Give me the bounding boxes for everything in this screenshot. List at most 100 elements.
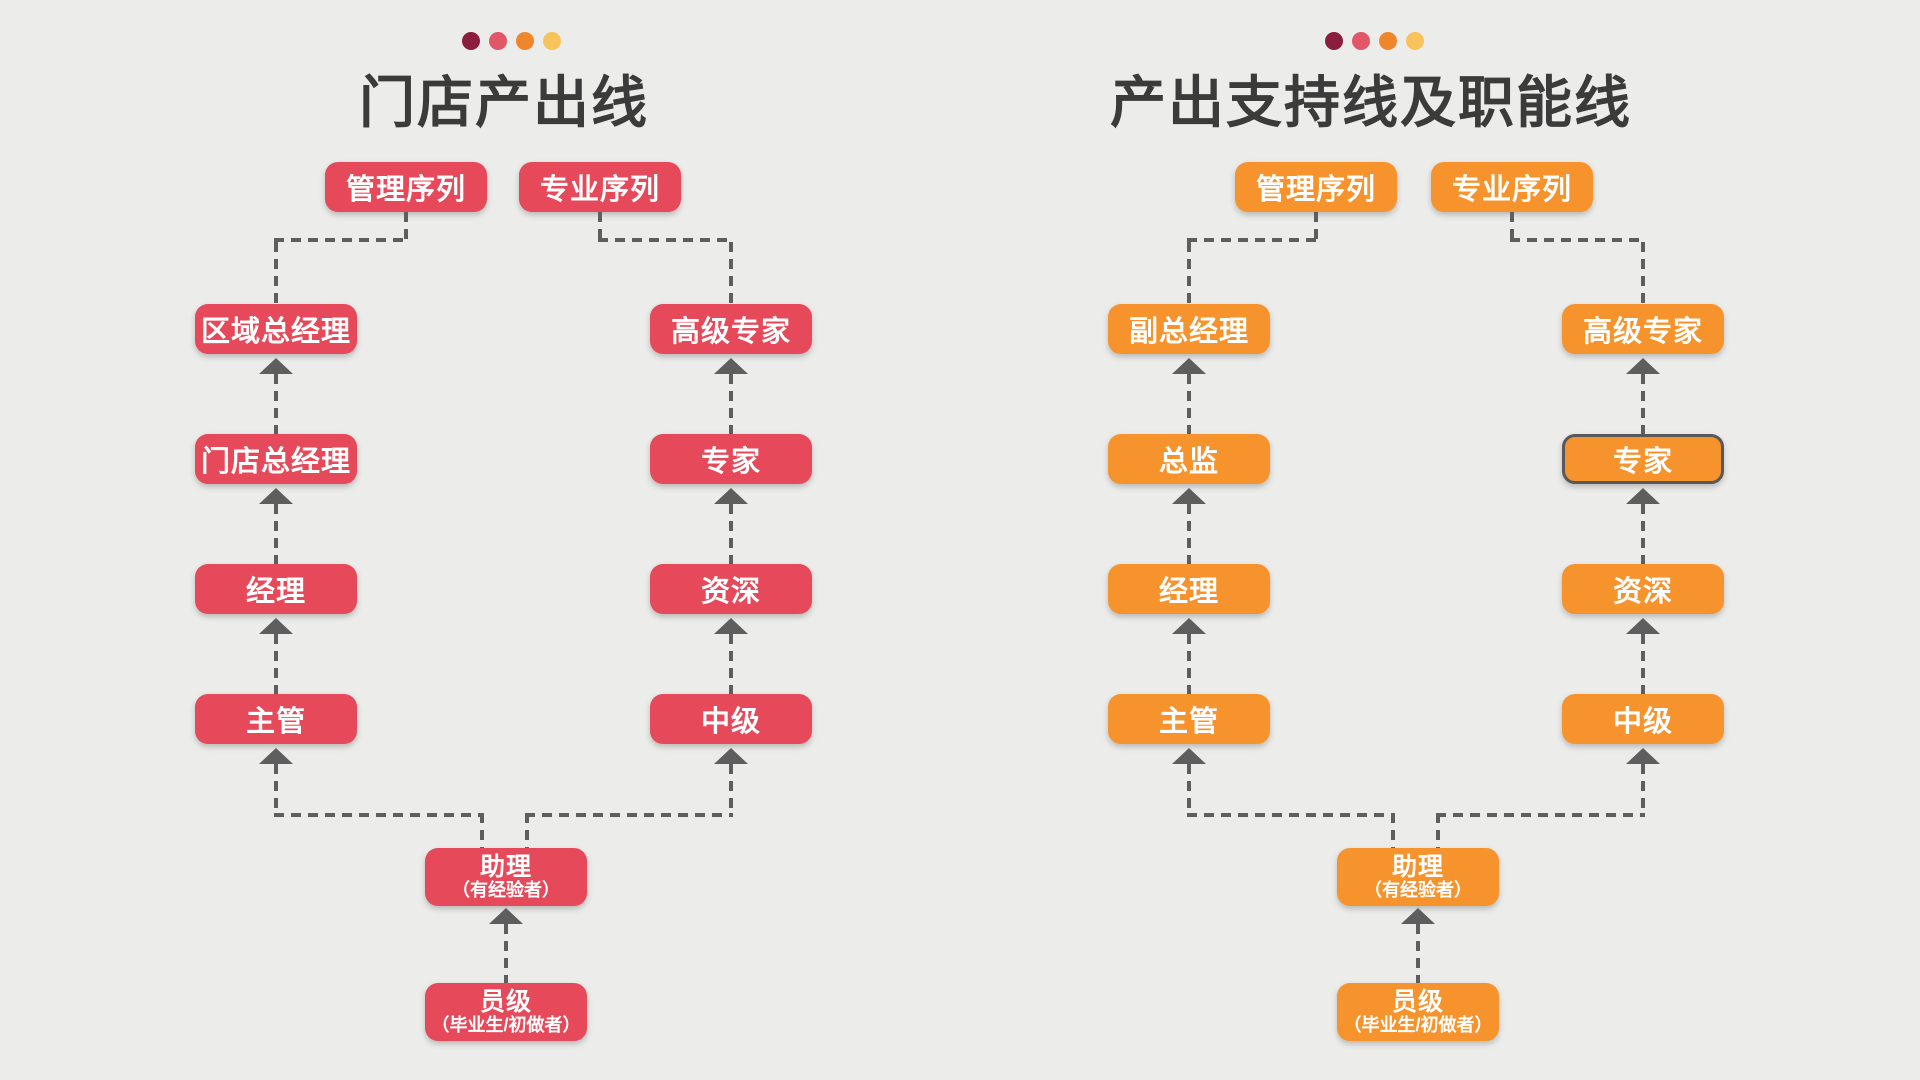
dot-icon — [543, 32, 561, 50]
arrow-up-icon — [259, 488, 293, 504]
role-box-senior-expert: 高级专家 — [650, 304, 812, 354]
role-note: （有经验者） — [452, 879, 560, 900]
dashed-line — [274, 764, 278, 813]
dashed-line — [729, 634, 733, 694]
dot-icon — [1325, 32, 1343, 50]
dashed-line — [1187, 634, 1191, 694]
role-box-assistant: 助理 （有经验者） — [425, 848, 587, 906]
arrow-up-icon — [714, 748, 748, 764]
dashed-line — [274, 238, 408, 242]
role-label: 助理 — [1391, 852, 1444, 881]
role-box-deputy-gm: 副总经理 — [1108, 304, 1270, 354]
role-box-manager: 经理 — [1108, 564, 1270, 614]
dashed-line — [1641, 504, 1645, 564]
dashed-line — [598, 238, 733, 242]
arrow-up-icon — [1626, 488, 1660, 504]
dashed-line — [729, 242, 733, 304]
role-box-assistant: 助理 （有经验者） — [1337, 848, 1499, 906]
dashed-line — [525, 813, 733, 817]
dashed-line — [729, 374, 733, 434]
dashed-line — [1391, 813, 1395, 848]
role-box-intermediate: 中级 — [650, 694, 812, 744]
diagram-title-store-line: 门店产出线 — [359, 71, 649, 134]
dashed-line — [1187, 374, 1191, 434]
role-box-supervisor: 主管 — [1108, 694, 1270, 744]
role-note: （毕业生/初做者） — [431, 1014, 581, 1035]
dot-icon — [516, 32, 534, 50]
role-box-store-gm: 门店总经理 — [195, 434, 357, 484]
role-note: （毕业生/初做者） — [1343, 1014, 1493, 1035]
dot-icon — [489, 32, 507, 50]
role-box-supervisor: 主管 — [195, 694, 357, 744]
header-management-sequence: 管理序列 — [1235, 162, 1397, 212]
dashed-line — [504, 924, 508, 983]
dashed-line — [404, 212, 408, 240]
role-box-expert-highlighted: 专家 — [1562, 434, 1724, 484]
role-label: 员级 — [1391, 987, 1444, 1016]
role-box-director: 总监 — [1108, 434, 1270, 484]
header-professional-sequence: 专业序列 — [519, 162, 681, 212]
dashed-line — [1187, 764, 1191, 813]
dashed-line — [1436, 813, 1645, 817]
dashed-line — [1510, 212, 1514, 240]
dashed-line — [1641, 634, 1645, 694]
arrow-up-icon — [489, 908, 523, 924]
role-box-senior: 资深 — [1562, 564, 1724, 614]
dashed-line — [525, 813, 529, 848]
dashed-line — [1416, 924, 1420, 983]
dashed-line — [274, 374, 278, 434]
role-box-senior-expert: 高级专家 — [1562, 304, 1724, 354]
arrow-up-icon — [1626, 748, 1660, 764]
accent-dots-left — [462, 32, 561, 50]
dashed-line — [598, 212, 602, 240]
arrow-up-icon — [1626, 358, 1660, 374]
dashed-line — [274, 813, 484, 817]
arrow-up-icon — [1172, 488, 1206, 504]
arrow-up-icon — [1172, 358, 1206, 374]
header-professional-sequence: 专业序列 — [1431, 162, 1593, 212]
dashed-line — [1187, 813, 1395, 817]
role-box-intermediate: 中级 — [1562, 694, 1724, 744]
arrow-up-icon — [714, 488, 748, 504]
dot-icon — [462, 32, 480, 50]
role-box-expert: 专家 — [650, 434, 812, 484]
arrow-up-icon — [259, 748, 293, 764]
role-box-senior: 资深 — [650, 564, 812, 614]
dashed-line — [1187, 504, 1191, 564]
header-management-sequence: 管理序列 — [325, 162, 487, 212]
role-label: 助理 — [479, 852, 532, 881]
dashed-line — [274, 504, 278, 564]
arrow-up-icon — [259, 358, 293, 374]
role-label: 员级 — [479, 987, 532, 1016]
dashed-line — [480, 813, 484, 848]
dashed-line — [1436, 813, 1440, 848]
arrow-up-icon — [1172, 748, 1206, 764]
dashed-line — [274, 634, 278, 694]
accent-dots-right — [1325, 32, 1424, 50]
arrow-up-icon — [714, 358, 748, 374]
dashed-line — [274, 242, 278, 304]
role-box-entry-level: 员级 （毕业生/初做者） — [1337, 983, 1499, 1041]
dashed-line — [1314, 212, 1318, 240]
arrow-up-icon — [1172, 618, 1206, 634]
dashed-line — [729, 764, 733, 813]
dashed-line — [729, 504, 733, 564]
role-box-manager: 经理 — [195, 564, 357, 614]
arrow-up-icon — [1401, 908, 1435, 924]
arrow-up-icon — [259, 618, 293, 634]
diagram-title-support-line: 产出支持线及职能线 — [1110, 71, 1632, 134]
dot-icon — [1406, 32, 1424, 50]
role-note: （有经验者） — [1364, 879, 1472, 900]
role-box-regional-gm: 区域总经理 — [195, 304, 357, 354]
dot-icon — [1379, 32, 1397, 50]
dashed-line — [1641, 764, 1645, 813]
dashed-line — [1510, 238, 1645, 242]
dashed-line — [1641, 374, 1645, 434]
arrow-up-icon — [1626, 618, 1660, 634]
arrow-up-icon — [714, 618, 748, 634]
role-box-entry-level: 员级 （毕业生/初做者） — [425, 983, 587, 1041]
dashed-line — [1187, 238, 1318, 242]
dashed-line — [1187, 242, 1191, 304]
dashed-line — [1641, 242, 1645, 304]
